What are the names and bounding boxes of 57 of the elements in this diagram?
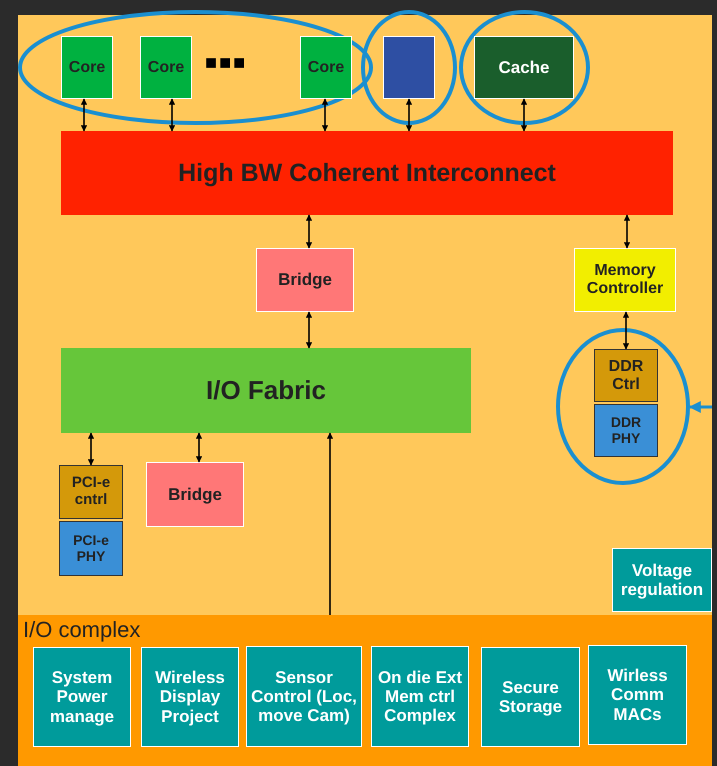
core-block (61, 36, 113, 99)
phy-block (594, 404, 658, 457)
io-block (141, 647, 239, 747)
block-label: Voltage regulation (620, 560, 704, 600)
controller-block (594, 349, 658, 402)
block-label: Core (308, 58, 344, 76)
panel-heading: I/O complex (23, 618, 140, 643)
complex-panel (18, 615, 712, 766)
block-label: Wireless Display Project (154, 668, 226, 726)
bridge-block (146, 462, 244, 527)
io-block (246, 646, 362, 747)
block-label: System Power manage (48, 668, 116, 726)
block-label: Secure Storage (498, 678, 564, 716)
io-block (588, 645, 687, 745)
block-label: PCI-e PHY (72, 532, 110, 564)
double-arrow (88, 432, 94, 466)
block-label: Cache (498, 58, 550, 78)
arrow (326, 432, 334, 615)
double-arrow (406, 98, 412, 132)
controller-block (59, 465, 123, 519)
block-label: Core (148, 58, 184, 76)
io-block (371, 646, 469, 747)
double-arrow (80, 98, 88, 132)
double-arrow (624, 214, 630, 249)
block-label: DDR Ctrl (608, 358, 644, 394)
ellipsis-mark: ■■■ (205, 52, 248, 75)
blank-block (383, 36, 435, 99)
double-arrow (622, 311, 630, 350)
block-label: Memory Controller (586, 262, 664, 298)
double-arrow (520, 98, 528, 132)
fabric-bar (61, 348, 471, 433)
arrow (688, 401, 712, 413)
block-label: Bridge (168, 484, 222, 504)
regulator-block (612, 548, 712, 612)
block-label: Wirless Comm MACs (606, 666, 669, 724)
double-arrow (306, 214, 312, 249)
bridge-block (256, 248, 354, 312)
block-label: High BW Coherent Interconnect (178, 159, 556, 187)
io-block (33, 647, 131, 747)
core-block (140, 36, 192, 99)
phy-block (59, 521, 123, 576)
double-arrow (306, 311, 312, 349)
core-block (300, 36, 352, 99)
double-arrow (196, 432, 202, 463)
interconnect-bar (61, 131, 673, 215)
block-label: Bridge (278, 270, 332, 290)
double-arrow (322, 98, 328, 132)
block-label: On die Ext Mem ctrl Complex (376, 668, 464, 726)
block-label: DDR PHY (610, 414, 642, 446)
cache-block (474, 36, 574, 99)
double-arrow (168, 98, 176, 132)
block-label: Sensor Control (Loc, move Cam) (250, 668, 358, 726)
block-label: I/O Fabric (206, 376, 326, 406)
io-block (481, 647, 580, 747)
controller-block (574, 248, 676, 312)
block-label: PCI-e cntrl (70, 475, 112, 509)
block-label: Core (68, 58, 106, 76)
